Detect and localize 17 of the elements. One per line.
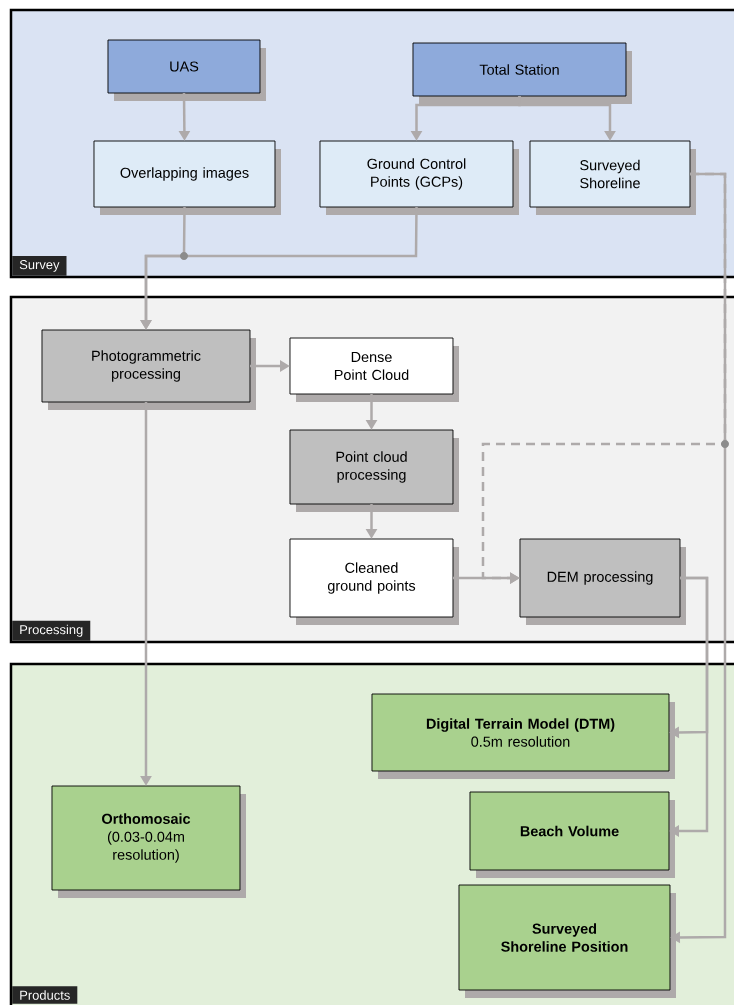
process-box: Ground Control Points (GCPs) [319,140,519,215]
product-box: Digital Terrain Model (DTM) 0.5m resolution [371,693,675,779]
section-tab: Products [12,986,78,1004]
process-box: Cleaned ground points [289,538,459,625]
process-box: UAS [107,39,266,101]
process-box: Dense Point Cloud [289,337,459,402]
process-box: Photogrammetric processing [41,329,256,410]
process-box: Surveyed Shoreline [529,140,696,215]
section-tab: Processing [12,620,91,641]
product-box: Surveyed Shoreline Position [458,884,676,998]
process-box: Total Station [412,42,632,104]
product-box: Orthomosaic (0.03-0.04m resolution) [51,785,246,898]
process-box: DEM processing [519,538,686,625]
section-tab: Survey [12,256,67,276]
process-box: Point cloud processing [289,429,459,512]
product-box: Beach Volume [469,791,675,878]
process-box: Overlapping images [93,140,281,215]
